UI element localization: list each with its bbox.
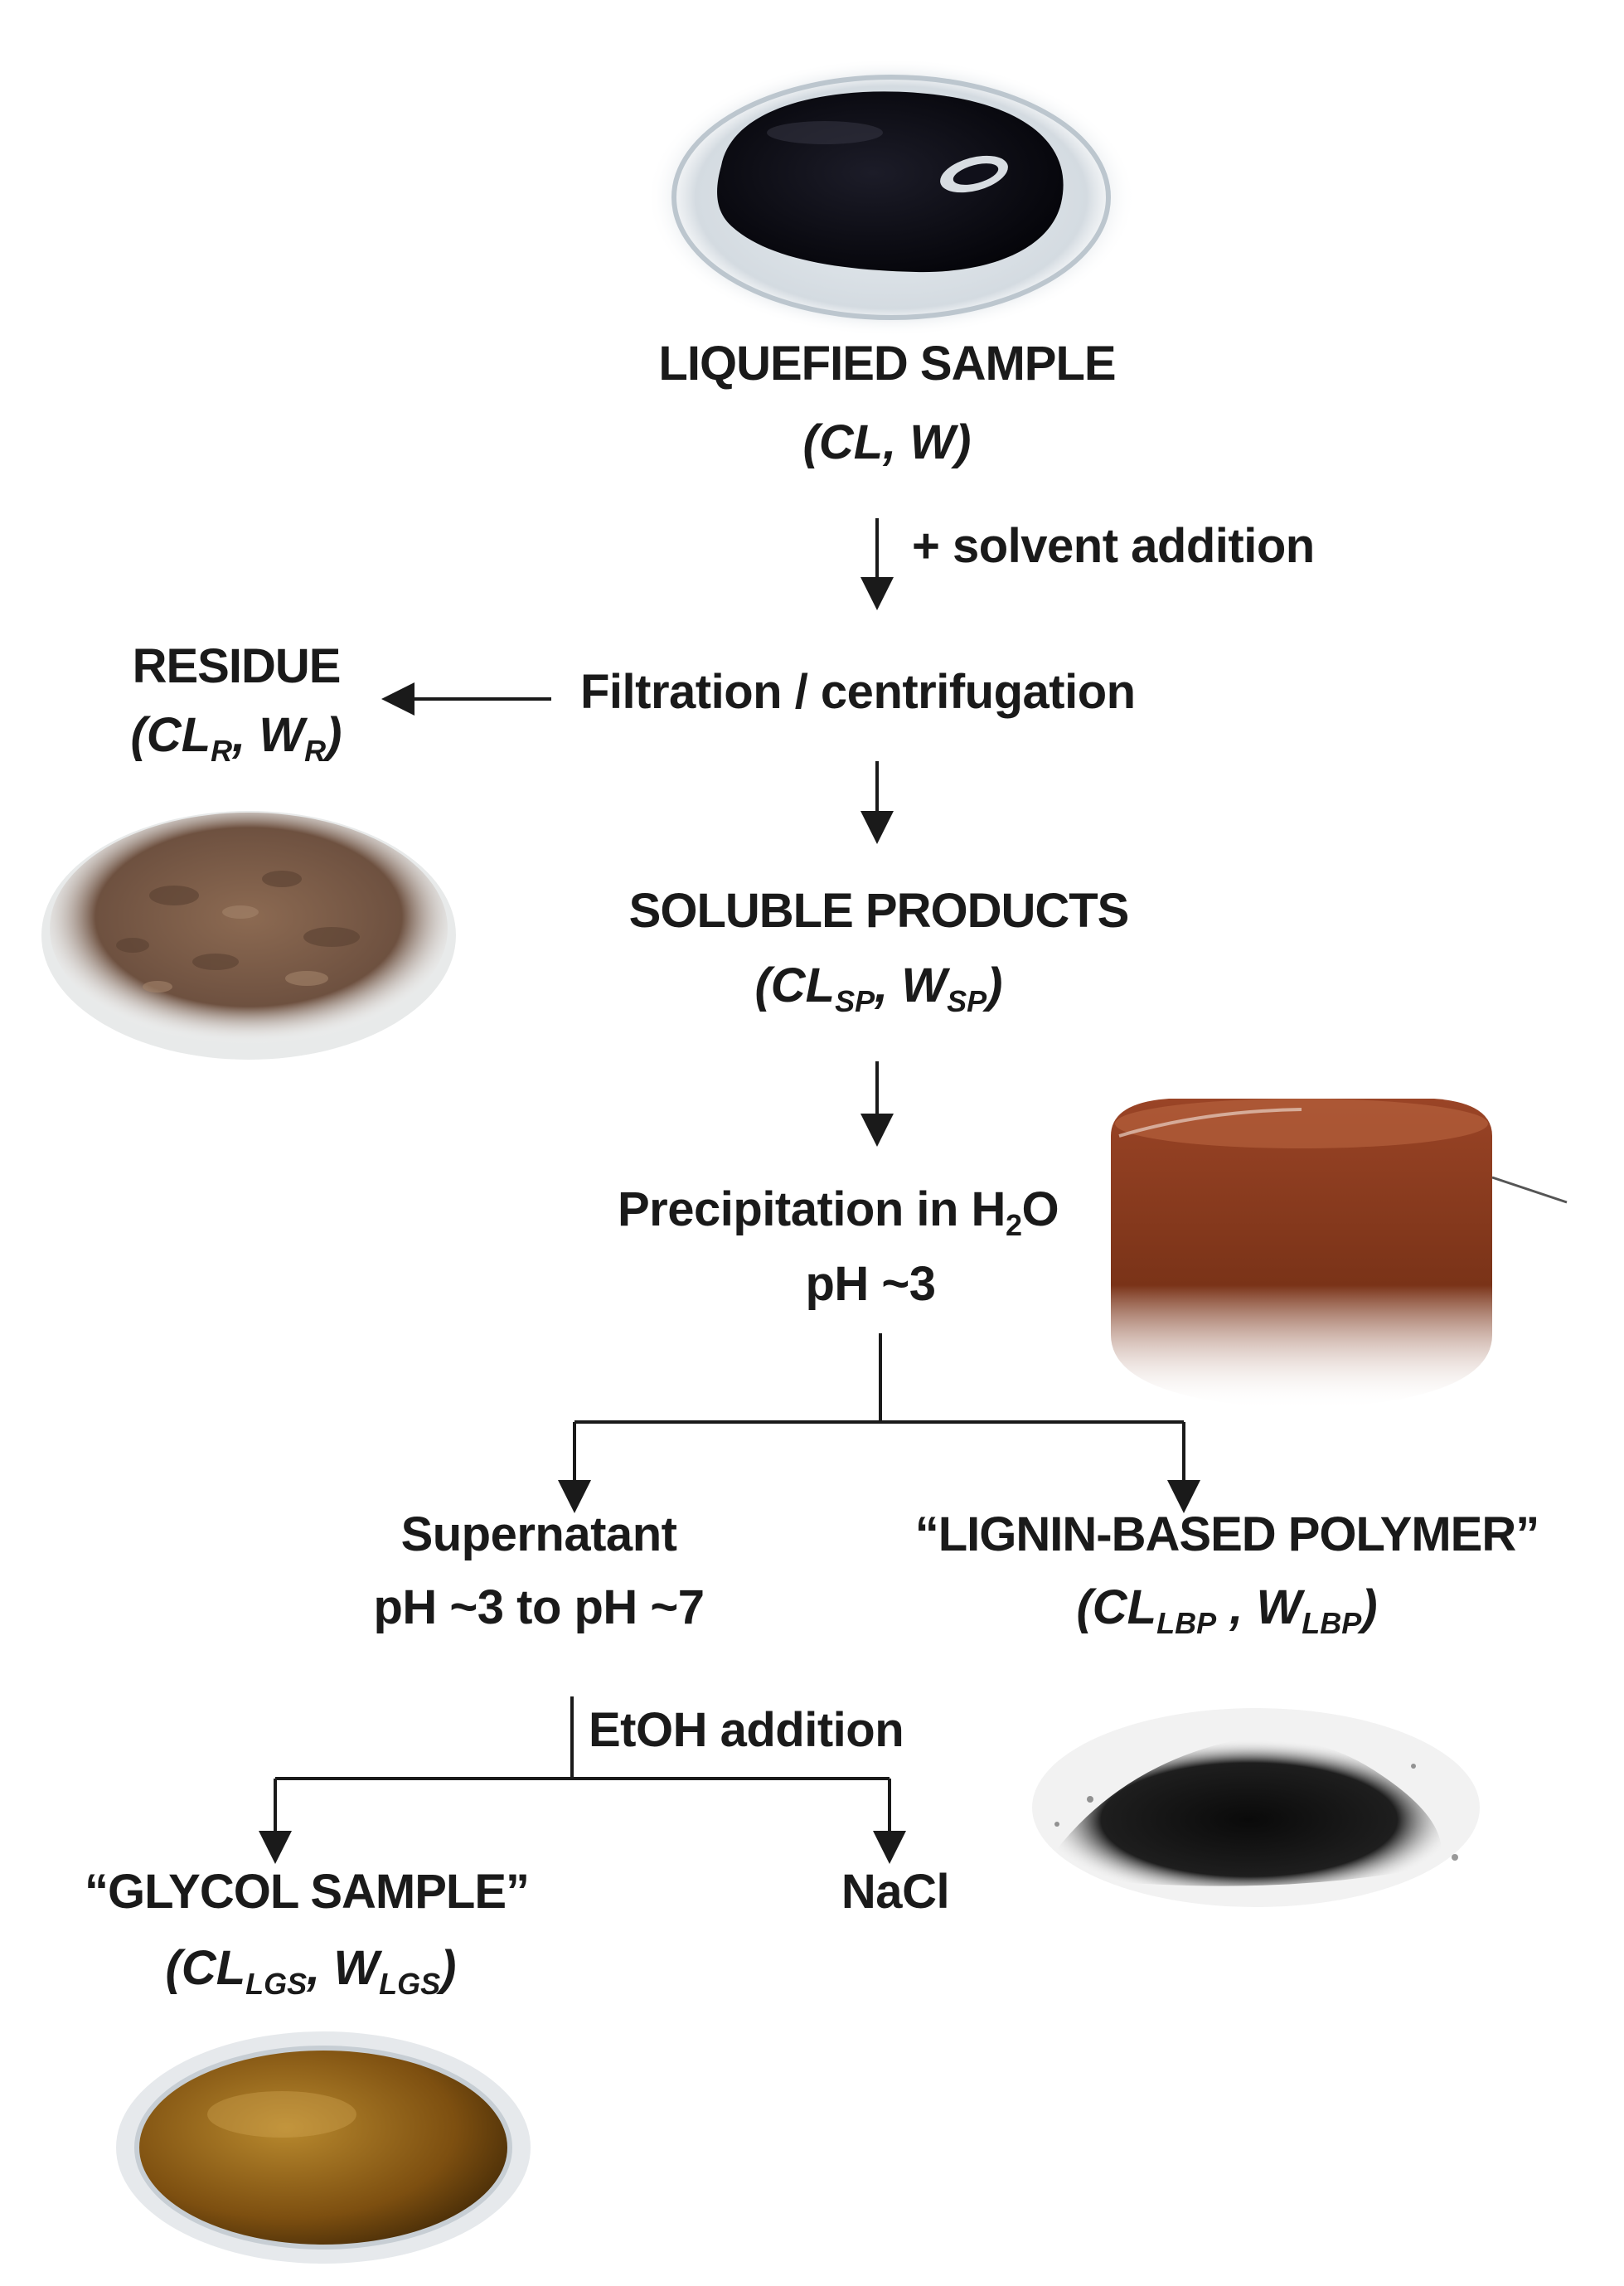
supernatant-title: Supernatant <box>400 1507 677 1561</box>
precipitation-ph-label: pH ~3 <box>805 1257 936 1311</box>
solvent-addition-label: + solvent addition <box>912 519 1315 573</box>
glycol-sample-symbols: (CLLGS, WLGS) <box>165 1941 457 2001</box>
liquefied-sample-title: LIQUEFIED SAMPLE <box>658 337 1116 391</box>
residue-title: RESIDUE <box>132 639 342 693</box>
precipitation-label: Precipitation in H2O <box>618 1182 1059 1242</box>
precipitation-beaker-photo <box>1111 1099 1568 1410</box>
soluble-products-title: SOLUBLE PRODUCTS <box>628 884 1130 938</box>
supernatant-ph-label: pH ~3 to pH ~7 <box>373 1580 705 1634</box>
etoh-addition-label: EtOH addition <box>589 1703 904 1757</box>
glycol-sample-photo <box>116 2031 531 2264</box>
liquefied-sample-photo <box>647 58 1136 337</box>
residue-photo <box>41 811 456 1060</box>
filtration-label: Filtration / centrifugation <box>580 665 1136 719</box>
residue-symbols: (CLR, WR) <box>130 708 342 768</box>
lbp-powder-photo <box>1032 1708 1480 1907</box>
lbp-title: “LIGNIN-BASED POLYMER” <box>914 1507 1539 1561</box>
soluble-products-symbols: (CLSP, WSP) <box>754 959 1003 1018</box>
glycol-sample-title: “GLYCOL SAMPLE” <box>84 1865 530 1919</box>
nacl-label: NaCl <box>841 1865 950 1919</box>
lbp-symbols: (CLLBP , WLBP) <box>1076 1580 1378 1640</box>
liquefied-sample-symbols: (CL, W) <box>802 415 972 469</box>
